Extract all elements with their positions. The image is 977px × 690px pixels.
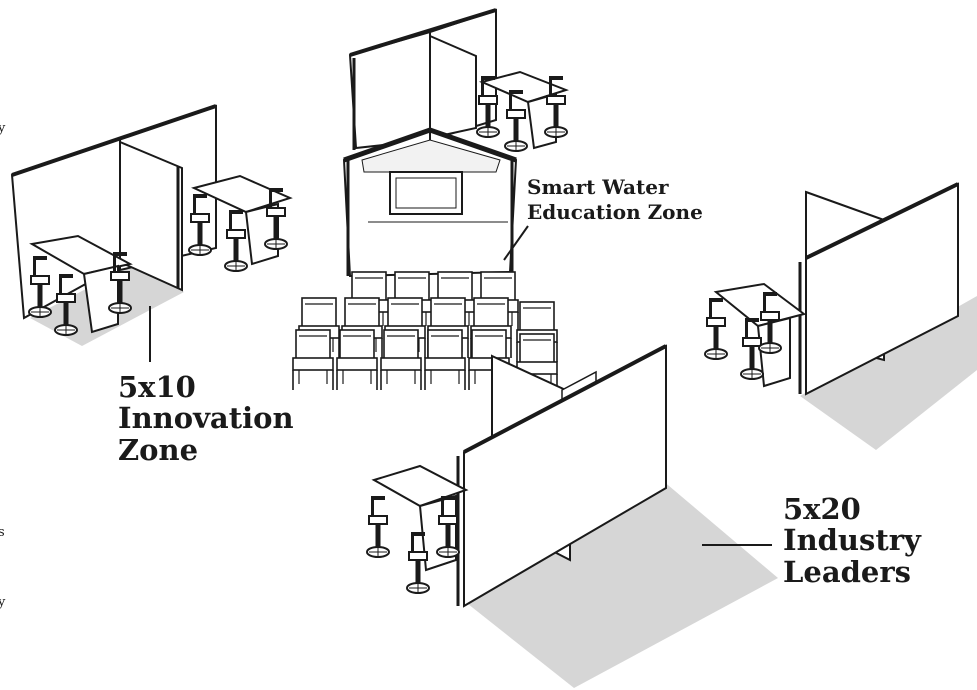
- industry-size: 5x20: [783, 492, 861, 526]
- right-floor: [800, 296, 977, 450]
- industry-leaders-label: 5x20 Industry Leaders: [783, 492, 921, 589]
- innovation-zone-booth: [10, 104, 293, 346]
- industry-name-2: Leaders: [783, 554, 911, 589]
- innovation-zone-label: 5x10 Innovation Zone: [118, 370, 294, 467]
- industry-floor: [468, 480, 778, 688]
- svg-text:y: y: [0, 121, 6, 136]
- top-booth: [348, 8, 567, 151]
- svg-text:s: s: [0, 525, 5, 540]
- innovation-side-wall: [119, 140, 183, 292]
- smart-water-line-1: Smart Water: [527, 175, 669, 199]
- smart-water-zone: [292, 127, 558, 395]
- innovation-size: 5x10: [118, 370, 196, 404]
- right-booth: [705, 182, 977, 450]
- innovation-name-1: Innovation: [118, 401, 294, 436]
- smart-water-label: Smart Water Education Zone: [527, 175, 703, 225]
- innovation-name-2: Zone: [118, 432, 199, 467]
- svg-text:y: y: [0, 595, 6, 610]
- industry-name-1: Industry: [783, 523, 921, 558]
- industry-leaders-booth: [367, 344, 778, 688]
- smart-water-line-2: Education Zone: [527, 200, 703, 224]
